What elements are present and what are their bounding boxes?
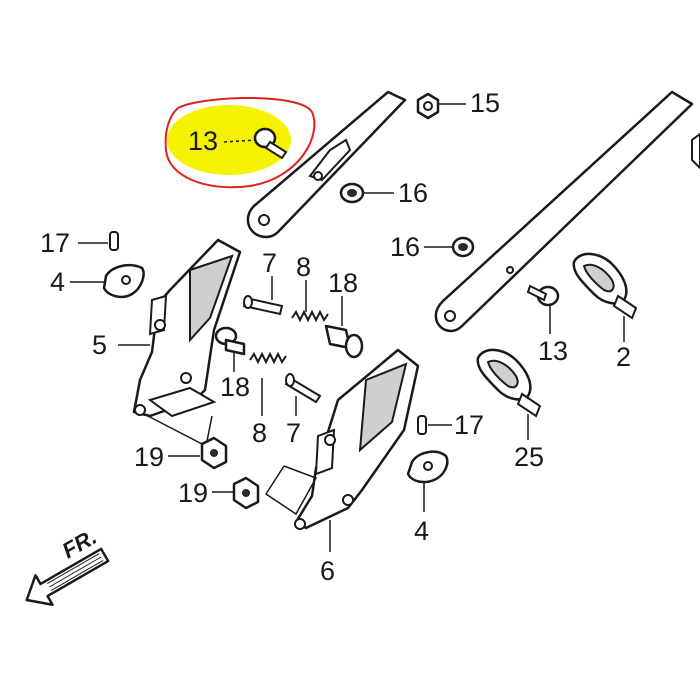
footrest-2 [572,252,638,320]
callout-16-mid: 16 [390,232,420,262]
callout-19-lower: 19 [178,478,208,508]
yellow-highlight [167,105,291,175]
spring-8-bottom [249,351,287,365]
callout-18-mid: 18 [220,372,250,402]
red-circle [164,97,316,189]
callout-13-highlighted: 13 [188,126,218,156]
callout-7-top: 7 [262,248,277,278]
callout-13-right: 13 [538,336,568,366]
washer-16-mid [451,236,475,258]
callout-2: 2 [616,342,631,372]
callout-16-top: 16 [398,178,428,208]
nut-15 [416,92,440,120]
callout-6: 6 [320,556,335,586]
pin-17-right [417,415,427,435]
pin-17-left [109,231,119,251]
callout-15: 15 [470,88,500,118]
bolt-13-right [526,284,560,307]
nut-19-upper [200,436,228,470]
callout-4-left: 4 [50,267,65,297]
front-direction-arrow: FR. [25,524,110,606]
collar-18-mid [214,326,246,356]
bracket-6 [294,348,420,530]
bracket-4-left [102,264,145,299]
callout-8-bottom: 8 [252,418,267,448]
washer-16-top [339,182,365,204]
right-long-rod [434,90,694,333]
highlight-annotation [164,97,316,189]
spring-8-top [291,309,329,323]
callout-17-right: 17 [454,410,484,440]
bracket-5 [132,238,242,418]
callout-19-upper: 19 [134,442,164,472]
footrest-25 [476,348,542,418]
upper-left-rod [246,90,407,239]
bolt-7-top [242,295,284,316]
callout-25: 25 [514,442,544,472]
bracket-4-right [406,450,449,484]
callout-7-bottom: 7 [286,418,301,448]
callout-5: 5 [92,330,107,360]
callout-8-top: 8 [296,252,311,282]
collar-18-top [324,324,364,359]
nut-19-lower [232,476,260,510]
bolt-7-bottom [284,373,322,404]
bolt-13-highlighted [253,127,288,160]
callout-4-right: 4 [414,516,429,546]
callout-17-left: 17 [40,228,70,258]
edge-part-right [691,132,700,170]
callout-18-top: 18 [328,268,358,298]
